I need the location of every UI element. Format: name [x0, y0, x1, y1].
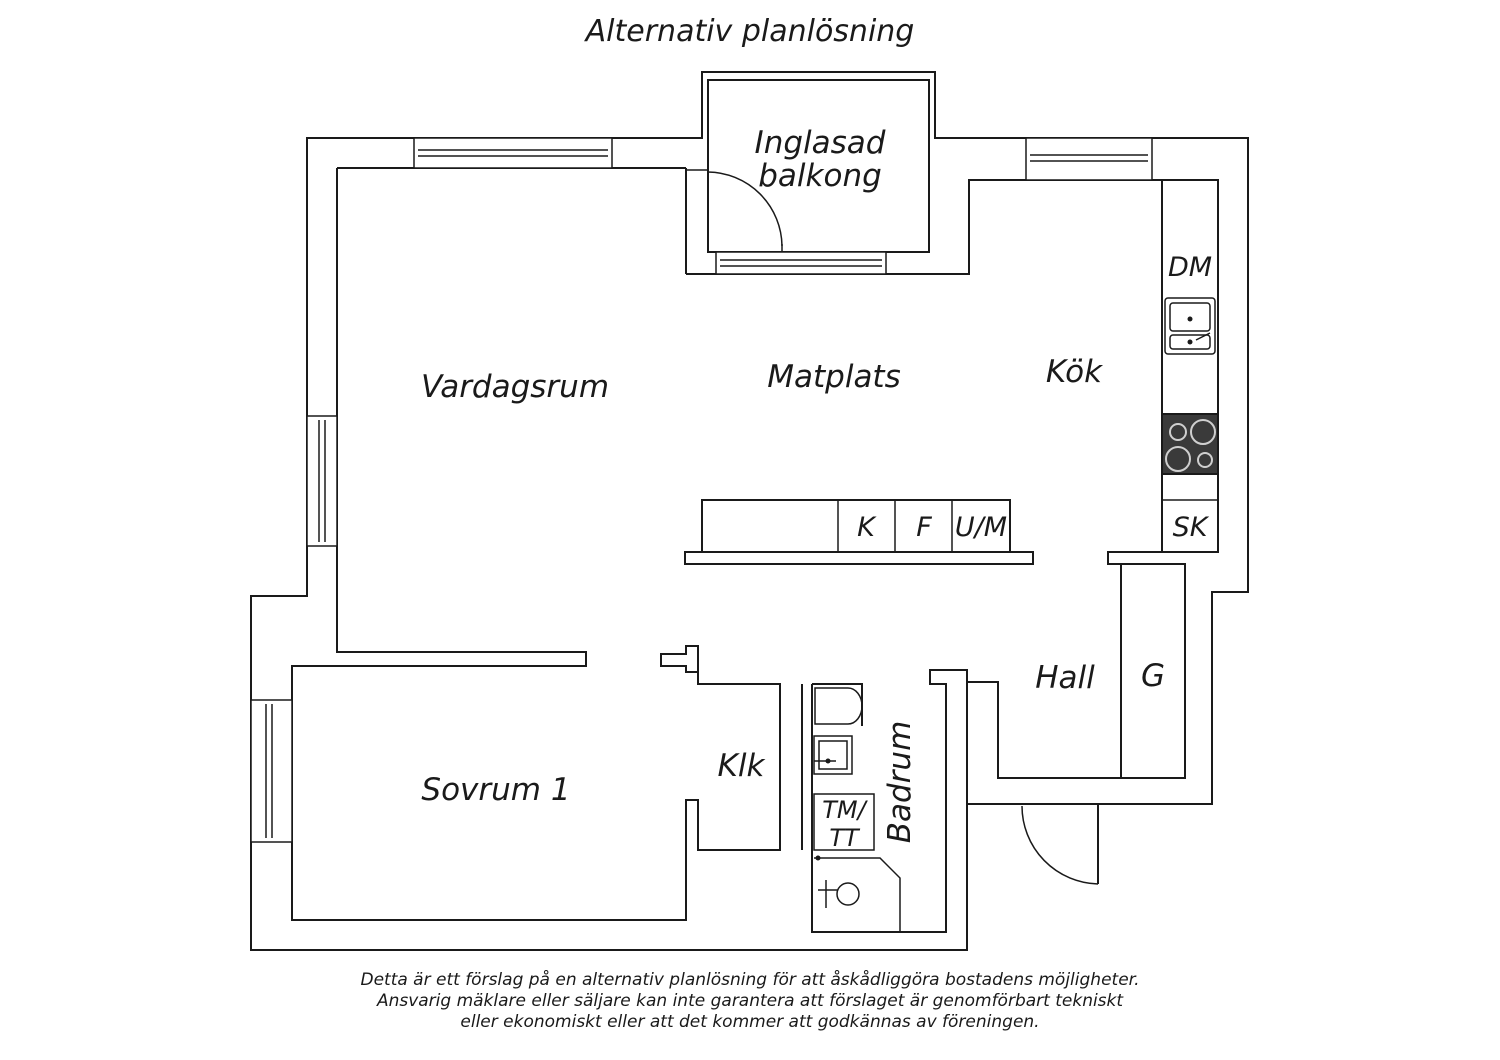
disclaimer-text: Detta är ett förslag på en alternativ pl…	[300, 970, 1200, 1033]
label-um: U/M	[955, 512, 1007, 543]
bathroom-wall	[801, 669, 1121, 933]
label-matplats: Matplats	[767, 359, 901, 395]
window-top-living	[413, 137, 613, 169]
label-sk: SK	[1173, 512, 1210, 543]
disclaimer-line: eller ekonomiskt eller att det kommer at…	[460, 1012, 1040, 1032]
label-g: G	[1141, 658, 1165, 694]
balcony-wall	[685, 79, 930, 274]
window-balcony-bottom	[715, 251, 887, 275]
window-top-kitchen	[1025, 137, 1153, 181]
plan-title: Alternativ planlösning	[585, 14, 915, 49]
sink-icon	[1164, 297, 1216, 355]
label-badrum: Badrum	[882, 721, 918, 844]
disclaimer-line: Detta är ett förslag på en alternativ pl…	[360, 970, 1140, 990]
label-k: K	[857, 512, 877, 543]
label-hall: Hall	[1035, 660, 1095, 696]
entrance-door	[1021, 805, 1099, 885]
stove-icon	[1161, 413, 1219, 475]
label-kok: Kök	[1046, 354, 1103, 390]
shower-icon	[814, 855, 901, 932]
washbasin-icon	[813, 735, 853, 775]
toilet-icon	[814, 687, 863, 725]
label-dm: DM	[1168, 252, 1212, 283]
label-f: F	[916, 512, 932, 543]
label-balkong-1: Inglasad	[755, 125, 886, 161]
label-balkong-2: balkong	[758, 158, 882, 194]
window-left-bedroom	[250, 699, 293, 843]
disclaimer-line: Ansvarig mäklare eller säljare kan inte …	[376, 991, 1124, 1011]
label-klk: Klk	[718, 748, 766, 784]
label-vardagsrum: Vardagsrum	[421, 369, 609, 405]
washer-dryer-box	[813, 793, 875, 851]
label-tmtt-2: TT	[829, 824, 861, 852]
window-left-living	[306, 415, 338, 547]
balcony-door	[686, 169, 783, 252]
label-sovrum: Sovrum 1	[421, 772, 570, 808]
kitchen-counter	[1161, 179, 1219, 553]
label-tmtt-1: TM/	[822, 796, 868, 824]
kitchen-island	[684, 499, 1034, 565]
